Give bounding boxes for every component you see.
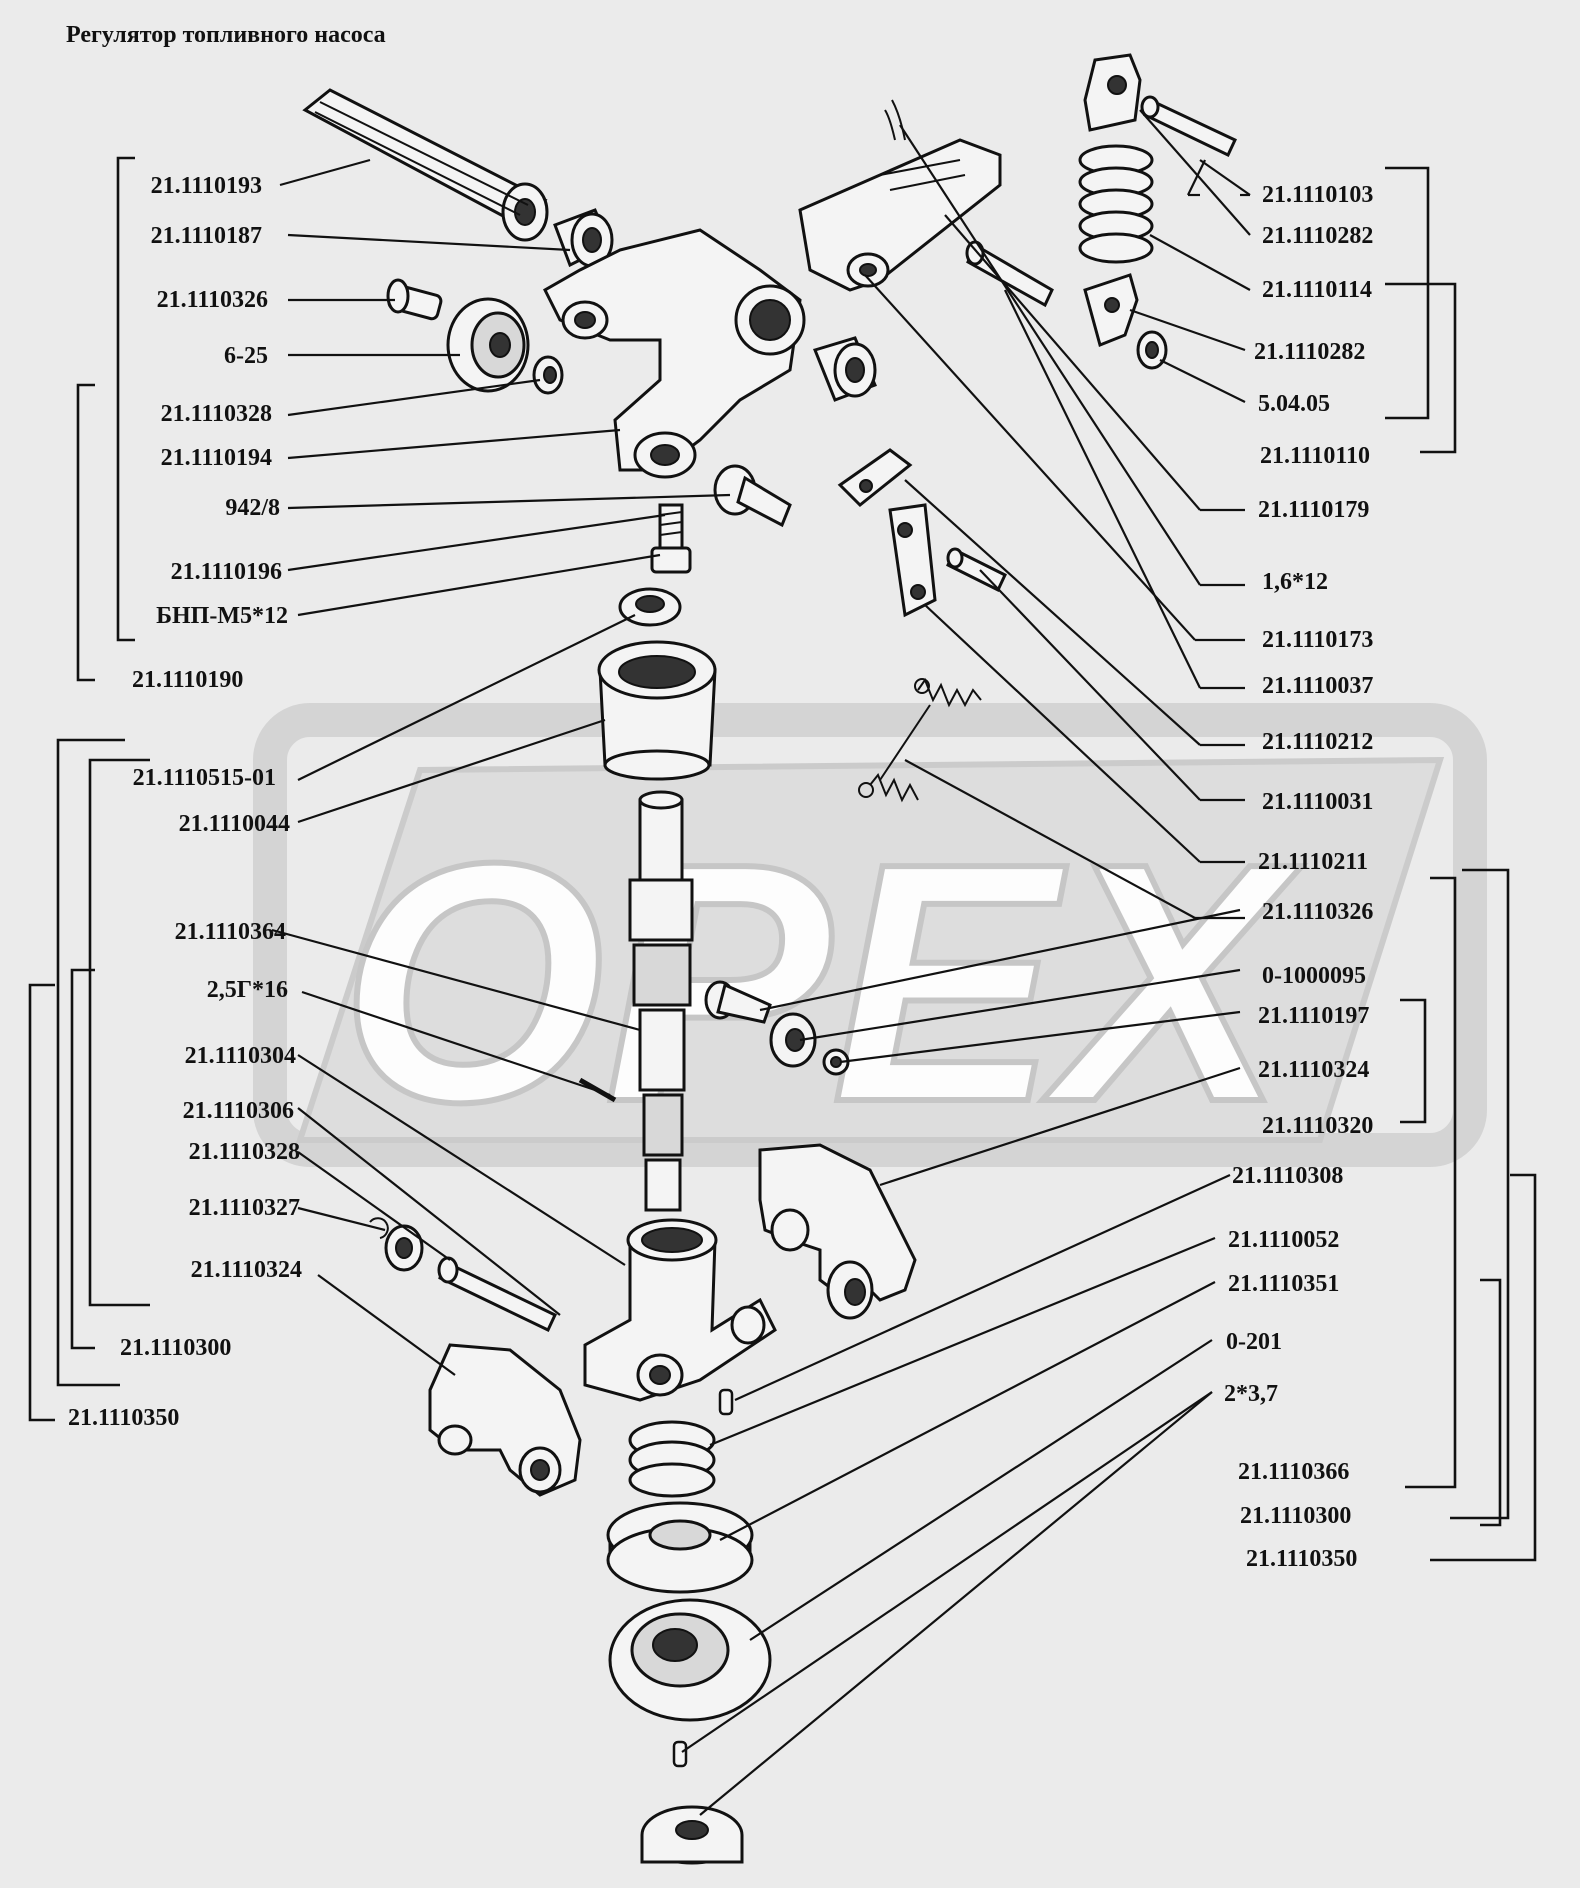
part-lever-1110194 xyxy=(543,228,806,479)
label-1110037: 21.1110037 xyxy=(1262,673,1374,699)
label-1110324-left: 21.1110324 xyxy=(190,1257,302,1283)
part-link-1110037 xyxy=(837,448,913,508)
part-bushing-lever xyxy=(812,336,877,402)
part-shaft-1110193 xyxy=(302,88,549,242)
label-1-6x12: 1,6*12 xyxy=(1262,569,1328,595)
label-bnp-m5x12: БНП-М5*12 xyxy=(156,603,288,629)
label-1110187: 21.1110187 xyxy=(150,223,262,249)
part-spring-1110114 xyxy=(1078,144,1154,264)
page-title: Регулятор топливного насоса xyxy=(66,22,386,48)
label-1110173: 21.1110173 xyxy=(1262,627,1374,653)
label-1110328-top: 21.1110328 xyxy=(160,401,272,427)
part-key-2x3-7 xyxy=(672,1740,688,1768)
part-bearing-0-201 xyxy=(608,1598,772,1722)
label-1110212: 21.1110212 xyxy=(1262,729,1374,755)
part-cotter-1-6x12 xyxy=(884,99,906,141)
group-brackets xyxy=(28,156,1537,1562)
label-1110110: 21.1110110 xyxy=(1260,443,1371,469)
label-1110306: 21.1110306 xyxy=(182,1098,294,1124)
part-fork-1110324-right xyxy=(758,1143,917,1320)
label-1110282-top: 21.1110282 xyxy=(1262,223,1374,249)
part-pin-1110306 xyxy=(437,1256,557,1333)
label-1110282-bottom: 21.1110282 xyxy=(1254,339,1366,365)
label-1110044: 21.1110044 xyxy=(178,811,290,837)
part-screw-1110196 xyxy=(650,503,692,574)
label-1110327: 21.1110327 xyxy=(188,1195,300,1221)
label-6-25: 6-25 xyxy=(224,343,268,369)
label-1110351: 21.1110351 xyxy=(1228,1271,1340,1297)
part-spring-1110052 xyxy=(628,1420,716,1498)
part-stud-942-8 xyxy=(713,464,792,528)
label-1110300-left: 21.1110300 xyxy=(120,1335,232,1361)
label-1110194: 21.1110194 xyxy=(160,445,272,471)
label-1110366: 21.1110366 xyxy=(1238,1459,1350,1485)
label-1110031: 21.1110031 xyxy=(1262,789,1374,815)
part-shaft-1110364 xyxy=(628,790,694,1212)
label-1110114: 21.1110114 xyxy=(1262,277,1373,303)
label-1110190: 21.1110190 xyxy=(132,667,244,693)
part-lever-1110179 xyxy=(798,138,1002,292)
part-fork-1110324-left xyxy=(428,1343,582,1497)
part-housing-1110304 xyxy=(583,1218,777,1402)
label-2x3-7: 2*3,7 xyxy=(1224,1381,1278,1407)
label-1110324-right: 21.1110324 xyxy=(1258,1057,1370,1083)
part-washer-1110515-01 xyxy=(618,587,682,627)
part-ring-1110327 xyxy=(369,1217,424,1272)
part-pin-1110308 xyxy=(718,1388,734,1416)
label-1110103: 21.1110103 xyxy=(1262,182,1374,208)
label-1110350-left: 21.1110350 xyxy=(68,1405,180,1431)
part-bracket-1110282-bottom xyxy=(1083,273,1139,348)
label-5-04-05: 5.04.05 xyxy=(1258,391,1330,417)
part-pin-1110103 xyxy=(1140,95,1237,158)
label-1110326-left: 21.1110326 xyxy=(156,287,268,313)
label-1110211: 21.1110211 xyxy=(1258,849,1369,875)
label-1110052: 21.1110052 xyxy=(1228,1227,1340,1253)
part-bearing-6-25 xyxy=(446,297,530,393)
label-1110515-01: 21.1110515-01 xyxy=(132,765,276,791)
part-washer-5-04-05 xyxy=(1136,330,1168,370)
part-screw-1110326 xyxy=(386,278,443,321)
label-942-8: 942/8 xyxy=(225,495,280,521)
label-1110193: 21.1110193 xyxy=(150,173,262,199)
part-bushing-1110187 xyxy=(553,208,614,268)
part-disc-1110351 xyxy=(606,1501,754,1594)
part-gear-1110366 xyxy=(640,1805,744,1865)
part-bracket-1110282-top xyxy=(1083,53,1142,132)
label-2-5g16: 2,5Г*16 xyxy=(206,977,288,1003)
label-1110308: 21.1110308 xyxy=(1232,1163,1344,1189)
part-pin-1110173 xyxy=(965,240,1054,308)
part-screw-1110326-right xyxy=(704,980,772,1024)
part-link-1110031 xyxy=(888,503,937,618)
watermark-logo: OPEX xyxy=(253,703,1487,1176)
part-nut-0-1000095 xyxy=(769,1012,817,1068)
part-pin-1110212 xyxy=(946,547,1007,593)
label-1110179: 21.1110179 xyxy=(1258,497,1370,523)
part-spring-1110211 xyxy=(858,677,982,803)
label-0-1000095: 0-1000095 xyxy=(1262,963,1366,989)
leader-lines xyxy=(271,109,1251,1816)
label-1110304: 21.1110304 xyxy=(184,1043,296,1069)
part-washer-1110328 xyxy=(532,355,564,395)
label-1110326-right: 21.1110326 xyxy=(1262,899,1374,925)
label-1110350-right: 21.1110350 xyxy=(1246,1546,1358,1572)
label-1110328-bottom: 21.1110328 xyxy=(188,1139,300,1165)
part-sleeve-1110044 xyxy=(597,640,717,781)
svg-text:OPEX: OPEX xyxy=(340,793,1302,1173)
label-1110300-right: 21.1110300 xyxy=(1240,1503,1352,1529)
label-0-201: 0-201 xyxy=(1226,1329,1282,1355)
label-1110196: 21.1110196 xyxy=(170,559,282,585)
label-1110320: 21.1110320 xyxy=(1262,1113,1374,1139)
label-1110197: 21.1110197 xyxy=(1258,1003,1370,1029)
label-1110364: 21.1110364 xyxy=(174,919,286,945)
